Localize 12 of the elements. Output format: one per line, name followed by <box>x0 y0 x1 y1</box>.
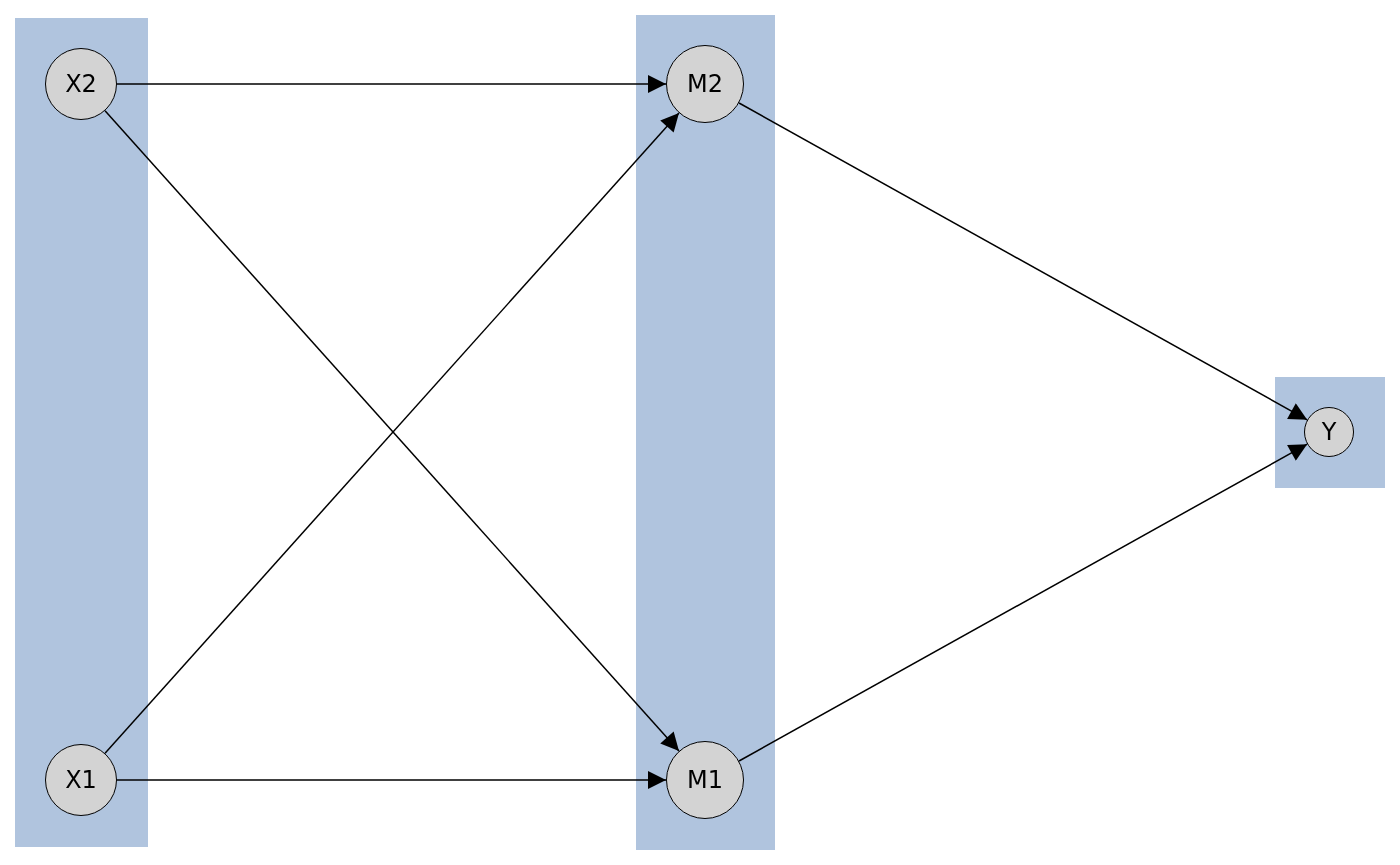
group-band <box>15 18 148 847</box>
group-band <box>1275 377 1385 488</box>
node-label: X2 <box>65 72 97 96</box>
node-label: M1 <box>687 768 723 792</box>
node-label: X1 <box>65 768 97 792</box>
group-band <box>636 15 775 850</box>
arrow <box>738 443 1308 762</box>
arrow <box>116 771 667 789</box>
arrow <box>116 75 667 93</box>
node-label: Y <box>1321 420 1337 444</box>
arrow <box>738 102 1308 421</box>
node-label: M2 <box>687 72 723 96</box>
